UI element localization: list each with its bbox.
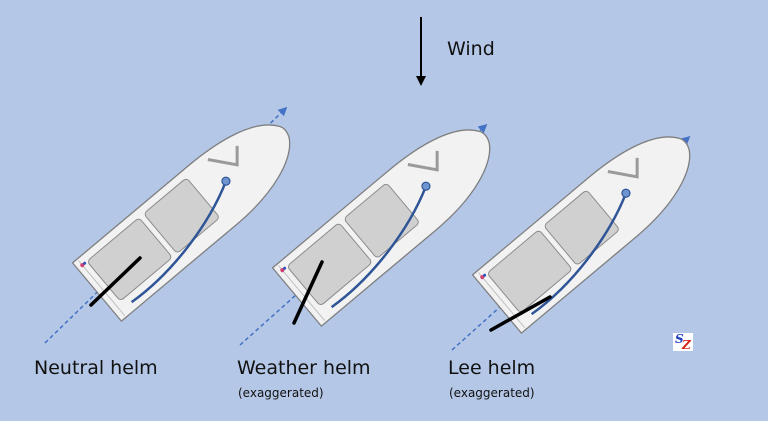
label-weather-subtitle: (exaggerated) — [238, 386, 324, 400]
tiller-weather — [292, 260, 324, 325]
boat-weather — [239, 106, 514, 346]
boat-lee — [451, 113, 714, 351]
logo-s: S — [675, 332, 684, 346]
tiller-lee — [489, 295, 552, 332]
label-lee-subtitle: (exaggerated) — [449, 386, 535, 400]
tiller-neutral — [89, 256, 142, 307]
label-neutral-helm: Neutral helm — [34, 357, 158, 379]
label-weather-helm: Weather helm — [237, 357, 371, 379]
label-lee-helm: Lee helm — [448, 357, 536, 379]
wind-label: Wind — [447, 38, 495, 60]
sz-logo: S Z — [673, 332, 693, 352]
boat-neutral — [44, 101, 314, 344]
logo-z: Z — [682, 338, 691, 352]
